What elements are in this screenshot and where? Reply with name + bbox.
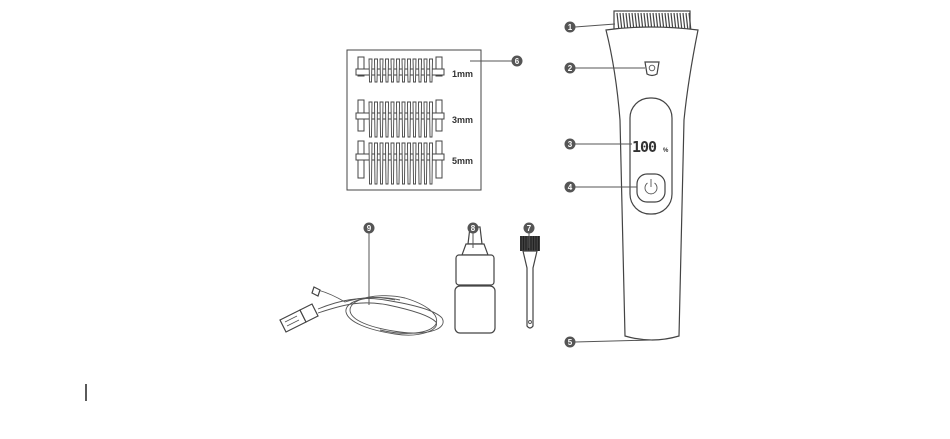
comb-label-3mm: 3mm <box>452 115 473 125</box>
callout-8: 8 <box>468 223 479 234</box>
svg-text:6: 6 <box>515 57 520 66</box>
cleaning-brush <box>520 236 540 328</box>
display-digits: 100 <box>632 138 657 156</box>
display-unit: % <box>663 148 669 154</box>
callout-4: 4 <box>565 182 576 193</box>
callout-9: 9 <box>364 223 375 234</box>
callout-6: 6 <box>512 56 523 67</box>
power-button <box>637 174 665 202</box>
oil-bottle <box>455 227 495 333</box>
svg-text:8: 8 <box>471 224 476 233</box>
callout-7: 7 <box>524 223 535 234</box>
svg-text:3: 3 <box>568 140 573 149</box>
callout-3: 3 <box>565 139 576 150</box>
callout-5: 5 <box>565 337 576 348</box>
svg-text:2: 2 <box>568 64 573 73</box>
release-button <box>645 62 659 76</box>
svg-text:5: 5 <box>568 338 573 347</box>
callout-1: 1 <box>565 22 576 33</box>
comb-label-1mm: 1mm <box>452 69 473 79</box>
usb-plug <box>280 304 318 332</box>
guide-combs: 1mm 3mm 5mm <box>347 50 481 190</box>
svg-text:1: 1 <box>568 23 573 32</box>
svg-text:7: 7 <box>527 224 532 233</box>
comb-label-5mm: 5mm <box>452 156 473 166</box>
svg-text:9: 9 <box>367 224 372 233</box>
svg-text:4: 4 <box>568 183 573 192</box>
callout-2: 2 <box>565 63 576 74</box>
usb-cable <box>280 287 443 335</box>
trimmer-body: 100 % <box>606 11 698 340</box>
